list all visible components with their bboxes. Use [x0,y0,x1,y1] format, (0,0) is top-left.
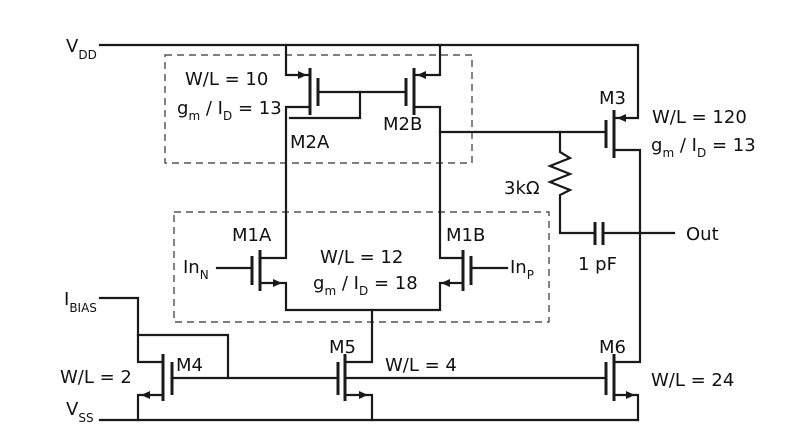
m1b-transistor [441,250,473,291]
vdd-branch-m2a [284,43,312,77]
vdd-branch-m2b [412,43,442,77]
m4-label: M4 [176,355,203,376]
m5-wl-label: W/L = 4 [385,355,457,376]
m4-diode-connection [136,333,230,380]
m2b-transistor [358,68,465,260]
input-pair-gm-label: gm / ID = 18 [313,273,418,298]
m1a-label: M1A [232,225,272,246]
in-n-label: InN [183,257,209,282]
m5-transistor [336,354,374,422]
resistor-3k [547,130,596,235]
m2b-label: M2B [383,114,422,135]
in-p-label: InP [510,257,534,282]
input-pair-box [173,211,550,323]
capacitor-1pf [593,222,605,245]
m3-transistor [604,110,642,364]
load-pair-gm-label: gm / ID = 13 [177,98,282,123]
ibias-wire [98,296,165,364]
m6-wl-label: W/L = 24 [651,370,734,391]
m6-transistor [604,354,640,422]
load-pair-wl-label: W/L = 10 [185,69,268,90]
m2a-label: M2A [290,132,330,153]
out-label: Out [686,224,719,245]
vss-label: VSS [66,399,94,425]
m3-wl-label: W/L = 120 [652,107,747,128]
m5-label: M5 [329,337,356,358]
m4-transistor [136,354,174,422]
m6-label: M6 [599,337,626,358]
tail-wire [343,308,374,364]
m4-wl-label: W/L = 2 [60,367,132,388]
m1b-label: M1B [446,225,485,246]
load-pair-box [164,54,473,164]
ibias-label: IBIAS [64,289,97,315]
vdd-label: VDD [66,36,97,62]
m2a-transistor [258,68,362,260]
resistor-label: 3kΩ [504,178,540,199]
m3-label: M3 [599,88,626,109]
m3-gm-label: gm / ID = 13 [651,135,756,160]
input-pair-wl-label: W/L = 12 [320,247,403,268]
capacitor-label: 1 pF [578,254,617,275]
